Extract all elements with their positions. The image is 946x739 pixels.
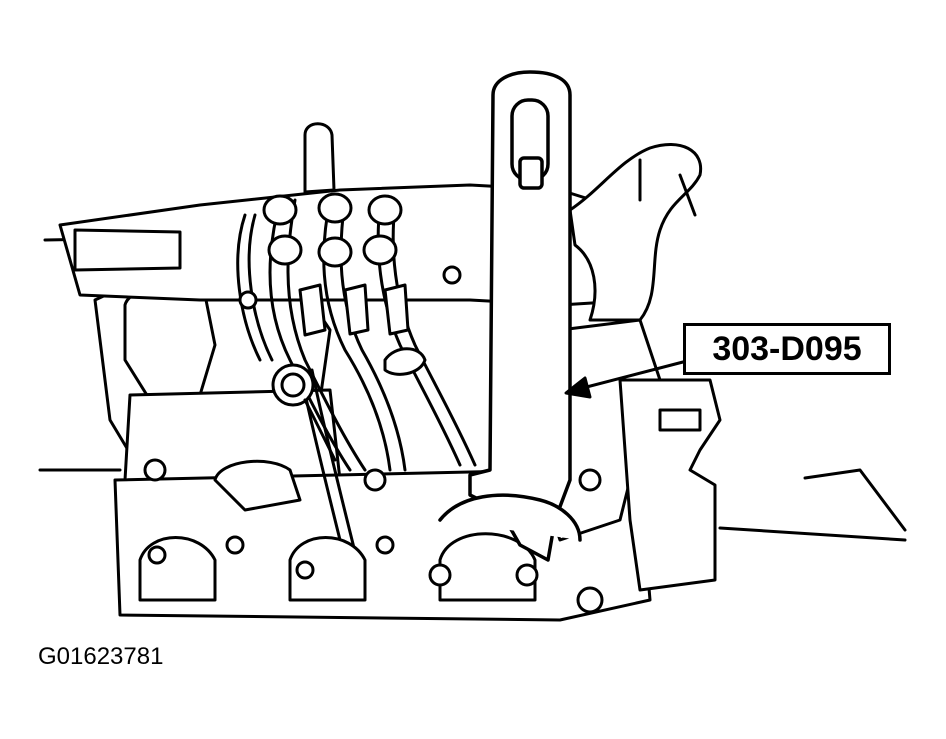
exhaust-ports <box>138 459 537 602</box>
tool-callout-label: 303-D095 <box>683 323 891 375</box>
wire-loom-clip <box>383 347 427 376</box>
figure-id: G01623781 <box>38 643 164 670</box>
spark-plug-boots <box>262 192 410 337</box>
holding-tool <box>438 70 582 562</box>
dipstick-ring <box>271 363 337 462</box>
radiator-hose <box>568 143 703 322</box>
bolts <box>143 265 604 614</box>
callout-arrow <box>564 360 685 399</box>
